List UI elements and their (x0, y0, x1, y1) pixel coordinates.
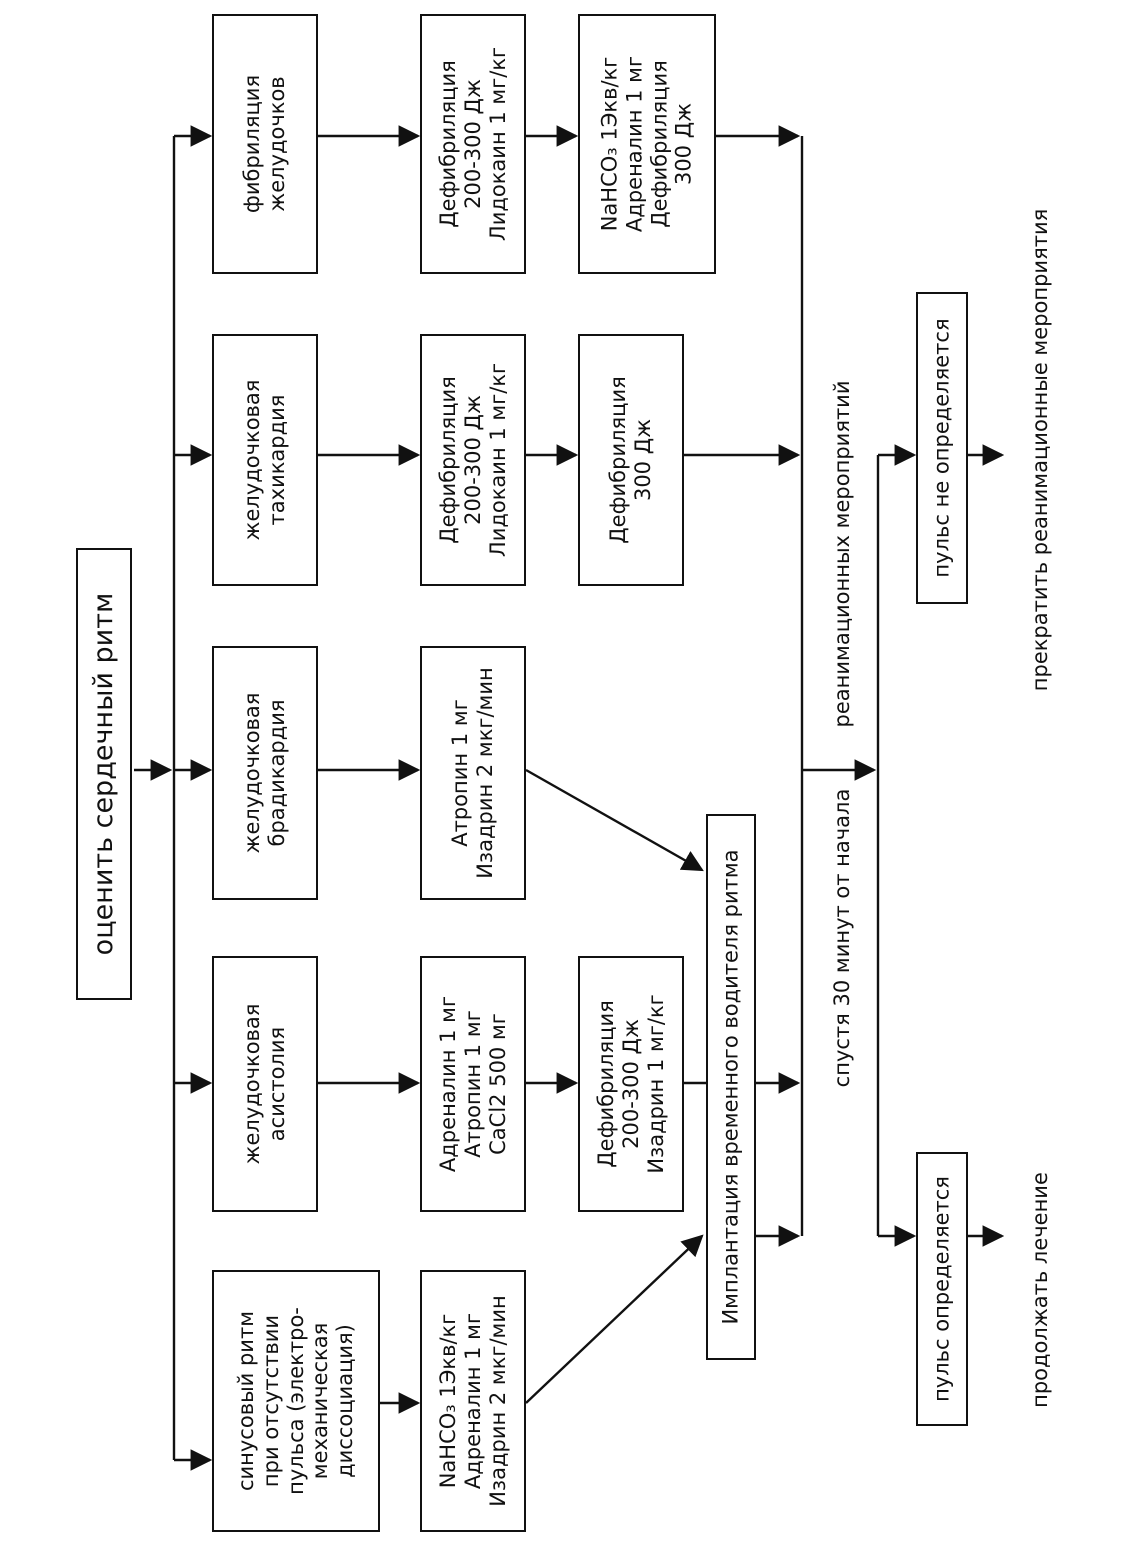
rhythm-fibr-line: фибриляция (240, 74, 265, 214)
box-pulse-yes: пульс определяется (916, 1152, 968, 1426)
step2-fibr-line: Адреналин 1 мг (622, 55, 647, 233)
continue-label: продолжать лечение (1028, 1172, 1052, 1408)
rhythm-sinus-line: механическая (308, 1322, 333, 1480)
box-step2-asystole: Дефибриляция 200-300 Дж Изадрин 1 мг/кг (578, 956, 684, 1212)
drugs-fibr-line: Лидокаин 1 мг/кг (485, 46, 510, 242)
step2-tachy-line: Дефибриляция (606, 376, 631, 544)
drugs-sinus-line: Изадрин 2 мкг/мин (485, 1295, 510, 1507)
time-label-1: спустя 30 минут от начала (830, 788, 854, 1088)
box-drugs-brady: Атропин 1 мг Изадрин 2 мкг/мин (420, 646, 526, 900)
stop-label: прекратить реанимационные мероприятия (1028, 208, 1052, 692)
drugs-brady-line: Атропин 1 мг (448, 699, 473, 847)
drugs-asystole-line: CaCl2 500 мг (485, 1013, 510, 1155)
title-text: оценить сердечный ритм (88, 592, 120, 956)
title-box: оценить сердечный ритм (76, 548, 132, 1000)
box-step2-tachy: Дефибриляция 300 Дж (578, 334, 684, 586)
drugs-fibr-line: 200-300 Дж (460, 79, 485, 209)
rhythm-asystole-line: асистолия (265, 1026, 289, 1142)
rhythm-sinus-line: пульса (электро- (283, 1307, 308, 1495)
rhythm-sinus-line: диссоциация) (333, 1324, 358, 1478)
box-pulse-no: пульс не определяется (916, 292, 968, 604)
step2-fibr-line: NaHCO₃ 1Экв/кг (597, 56, 622, 232)
rhythm-sinus-line: при отсутствии (258, 1314, 283, 1488)
rhythm-fibr-line: желудочков (265, 76, 289, 212)
drugs-fibr-line: Дефибриляция (435, 60, 460, 228)
box-pacemaker: Имплантация временного водителя ритма (706, 814, 756, 1360)
time-label-2: реанимационных мероприятий (830, 380, 854, 728)
step2-fibr-line: Дефибриляция (647, 60, 671, 228)
rhythm-brady-line: желудочковая (240, 692, 265, 854)
box-rhythm-asystole: желудочковая асистолия (212, 956, 318, 1212)
drugs-tachy-line: 200-300 Дж (460, 395, 485, 525)
step2-asystole-line: 200-300 Дж (618, 1019, 643, 1149)
rhythm-asystole-line: желудочковая (240, 1003, 265, 1165)
step2-tachy-line: 300 Дж (631, 418, 655, 502)
rhythm-brady-line: брадикардия (265, 699, 289, 847)
box-step2-fibr: NaHCO₃ 1Экв/кг Адреналин 1 мг Дефибриляц… (578, 14, 716, 274)
rhythm-tachy-line: желудочковая (240, 379, 265, 541)
box-drugs-asystole: Адреналин 1 мг Атропин 1 мг CaCl2 500 мг (420, 956, 526, 1212)
box-rhythm-sinus: синусовый ритм при отсутствии пульса (эл… (212, 1270, 380, 1532)
pacemaker-text: Имплантация временного водителя ритма (718, 849, 743, 1325)
arrow-brady-pacemaker (525, 768, 704, 872)
drugs-asystole-line: Атропин 1 мг (460, 1010, 485, 1158)
drugs-tachy-line: Лидокаин 1 мг/кг (485, 362, 510, 558)
box-rhythm-tachy: желудочковая тахикардия (212, 334, 318, 586)
step2-fibr-line: 300 Дж (671, 102, 696, 186)
drugs-tachy-line: Дефибриляция (435, 376, 460, 544)
drugs-sinus-line: NaHCO₃ 1Экв/кг (435, 1313, 460, 1489)
arrow-sinus-pacemaker (525, 1234, 704, 1404)
pulse-yes-text: пульс определяется (929, 1176, 954, 1402)
rhythm-tachy-line: тахикардия (265, 394, 289, 526)
box-drugs-sinus: NaHCO₃ 1Экв/кг Адреналин 1 мг Изадрин 2 … (420, 1270, 526, 1532)
box-rhythm-brady: желудочковая брадикардия (212, 646, 318, 900)
box-drugs-fibr: Дефибриляция 200-300 Дж Лидокаин 1 мг/кг (420, 14, 526, 274)
step2-asystole-line: Дефибриляция (593, 1000, 618, 1168)
step2-asystole-line: Изадрин 1 мг/кг (643, 994, 668, 1174)
drugs-asystole-line: Адреналин 1 мг (435, 995, 460, 1173)
pulse-no-text: пульс не определяется (929, 318, 954, 578)
drugs-sinus-line: Адреналин 1 мг (460, 1312, 485, 1490)
box-rhythm-fibr: фибриляция желудочков (212, 14, 318, 274)
rhythm-sinus-line: синусовый ритм (234, 1310, 259, 1492)
box-drugs-tachy: Дефибриляция 200-300 Дж Лидокаин 1 мг/кг (420, 334, 526, 586)
drugs-brady-line: Изадрин 2 мкг/мин (473, 667, 497, 879)
